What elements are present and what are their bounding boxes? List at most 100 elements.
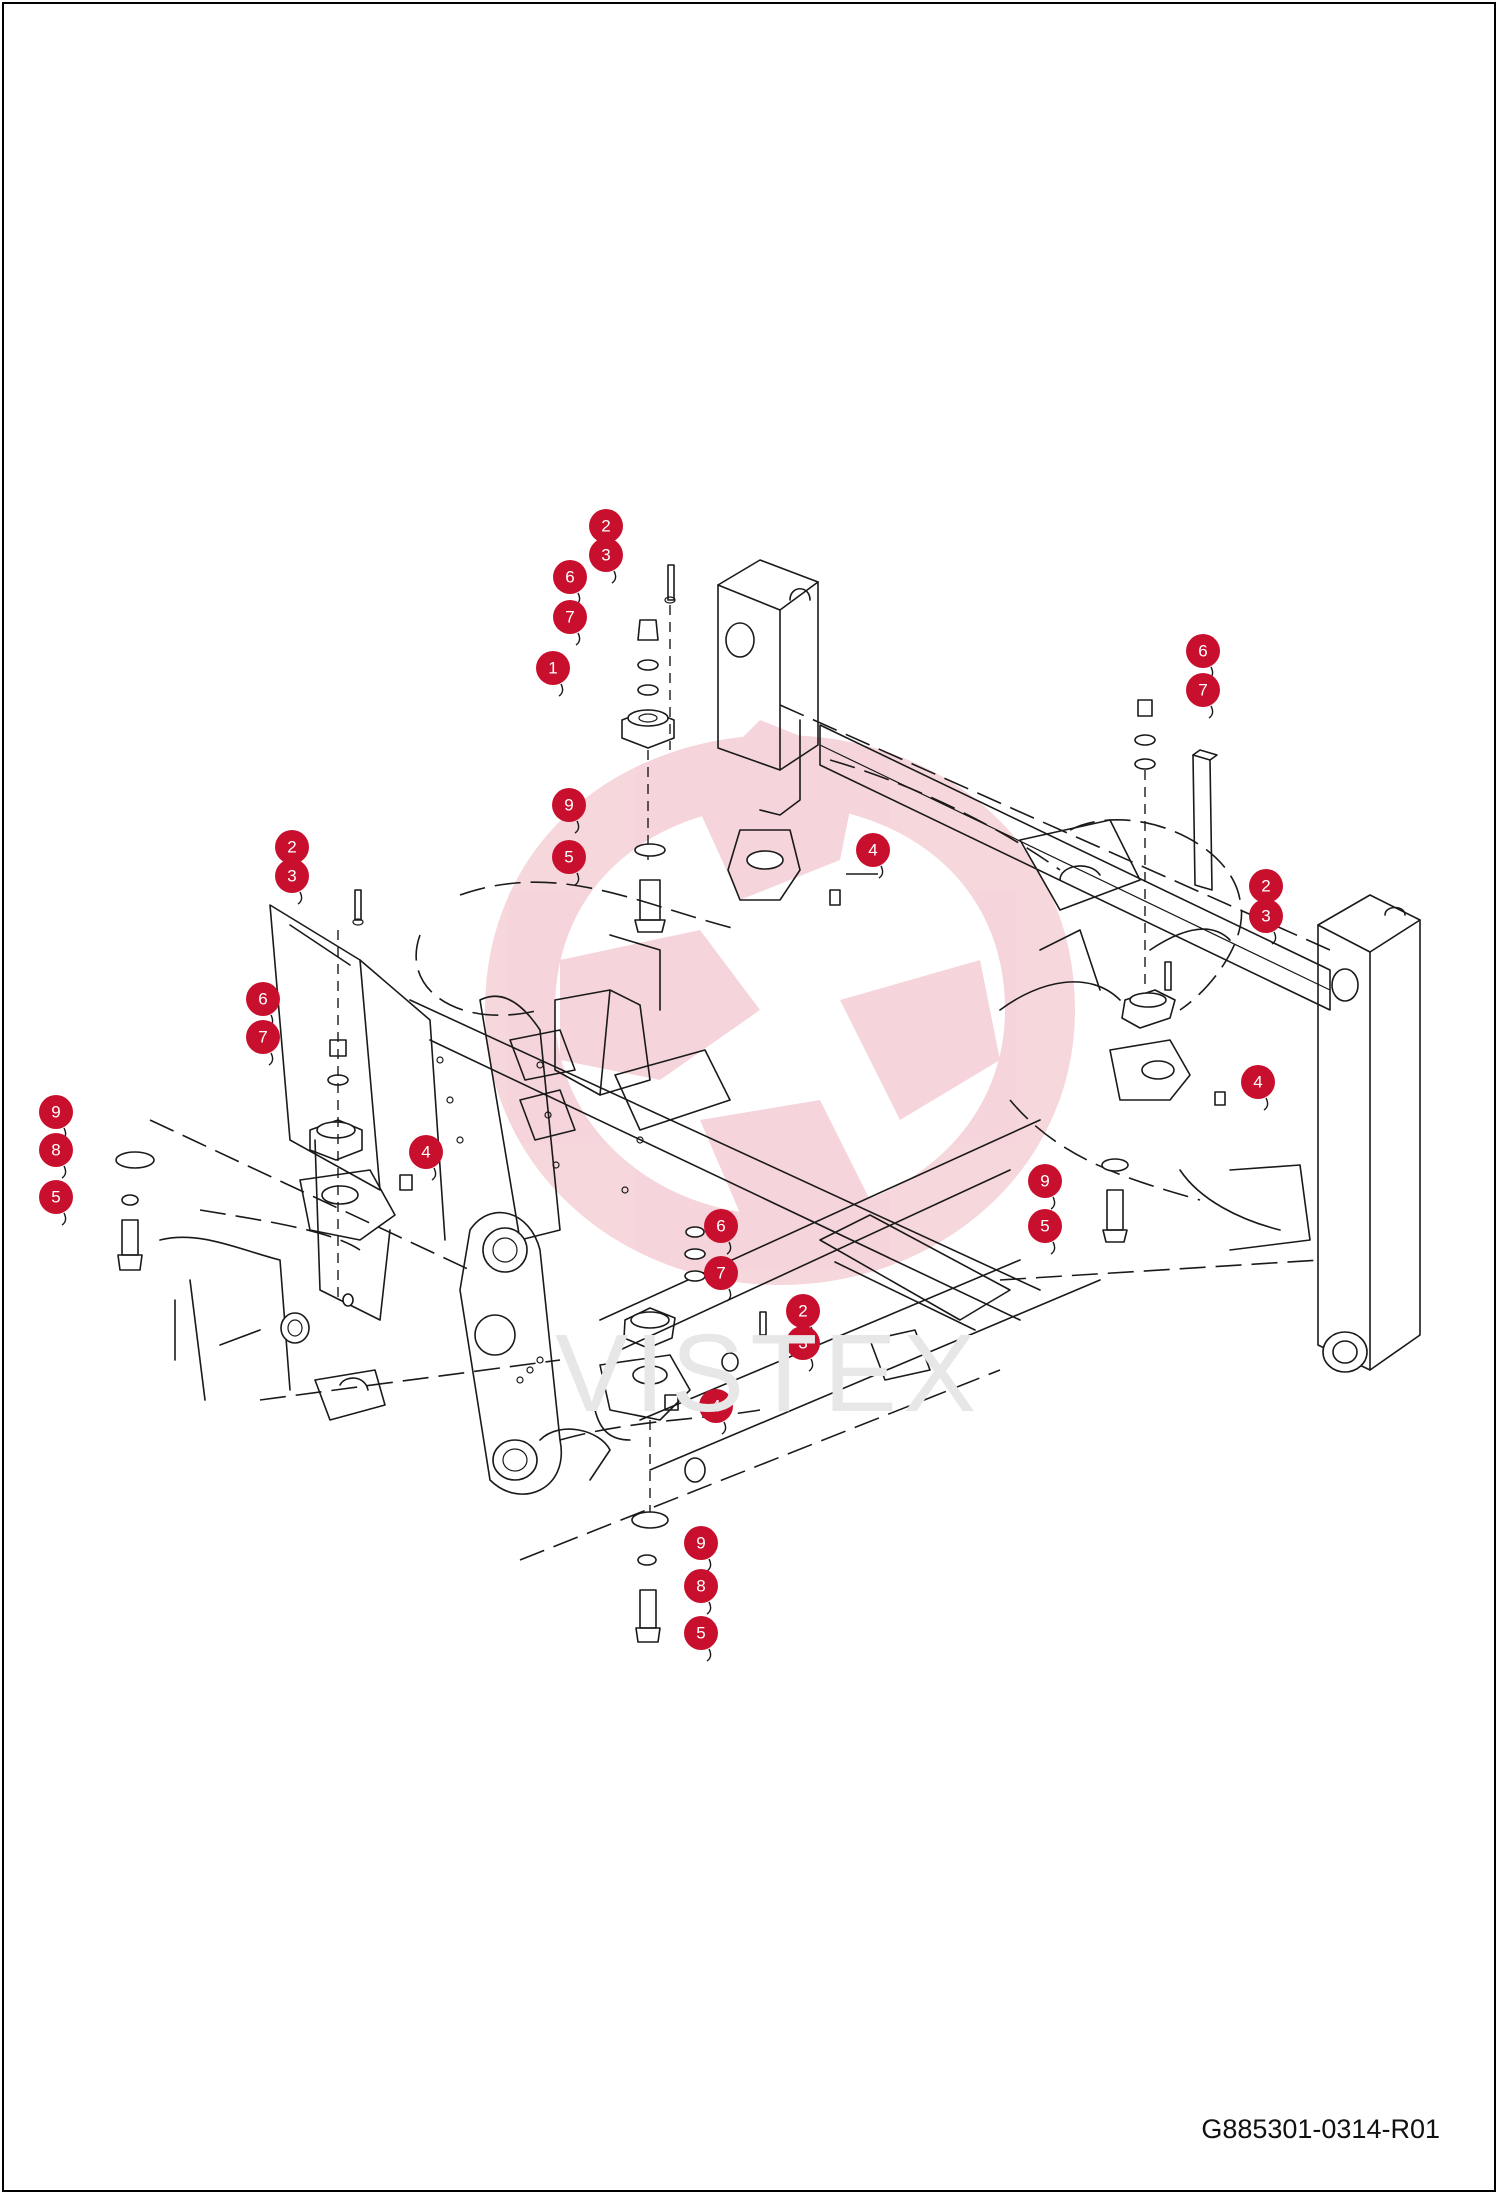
callout-4: 4: [409, 1135, 443, 1181]
callout-number: 6: [1198, 642, 1207, 661]
callout-leader: [1263, 1097, 1269, 1111]
callout-number: 6: [258, 990, 267, 1009]
callout-circle: [699, 1389, 733, 1423]
callout-4: 4: [856, 833, 890, 879]
mount-lower-center: [594, 1226, 767, 1643]
callout-number: 3: [601, 546, 610, 565]
callout-circle: [275, 859, 309, 893]
callout-circle: [553, 560, 587, 594]
callout-circle: [552, 840, 586, 874]
callout-leader: [706, 1648, 712, 1662]
callout-leader: [1050, 1241, 1056, 1255]
callout-circle: [1241, 1065, 1275, 1099]
callout-number: 6: [565, 568, 574, 587]
callout-leader: [721, 1421, 727, 1435]
callout-circle: [1186, 673, 1220, 707]
callout-leader: [1050, 1196, 1056, 1210]
callout-3: 3: [275, 859, 309, 905]
callout-8: 8: [39, 1133, 73, 1179]
callout-number: 9: [696, 1534, 705, 1553]
callout-circle: [786, 1294, 820, 1328]
callout-9: 9: [684, 1526, 718, 1572]
callout-number: 5: [696, 1624, 705, 1643]
callout-circle: [1028, 1209, 1062, 1243]
callout-leader: [611, 570, 617, 584]
callout-circle: [684, 1569, 718, 1603]
callout-number: 4: [711, 1397, 720, 1416]
callout-3: 3: [786, 1326, 820, 1372]
callout-5: 5: [684, 1616, 718, 1662]
callout-circle: [1249, 899, 1283, 933]
callout-circle: [704, 1256, 738, 1290]
callout-leader: [726, 1241, 732, 1255]
callout-circle: [552, 788, 586, 822]
callout-number: 2: [1261, 877, 1270, 896]
callout-number: 9: [1040, 1172, 1049, 1191]
callout-number: 8: [51, 1141, 60, 1160]
callout-circle: [1028, 1164, 1062, 1198]
callout-leader: [575, 632, 581, 646]
callout-1: 1: [536, 651, 570, 697]
callout-number: 5: [1040, 1217, 1049, 1236]
callout-circle: [39, 1180, 73, 1214]
drawing-number: G885301-0314-R01: [1201, 2114, 1440, 2144]
callout-number: 8: [696, 1577, 705, 1596]
callout-number: 1: [548, 659, 557, 678]
callout-4: 4: [699, 1389, 733, 1435]
callout-leader: [808, 1358, 814, 1372]
callout-leader: [726, 1288, 732, 1302]
callout-circle: [246, 1020, 280, 1054]
callout-circle: [1249, 869, 1283, 903]
callout-circle: [275, 830, 309, 864]
callout-number: 7: [258, 1028, 267, 1047]
callout-circle: [786, 1326, 820, 1360]
callout-number: 9: [564, 796, 573, 815]
mount-top-center: [621, 564, 878, 933]
callout-5: 5: [1028, 1209, 1062, 1255]
callout-circle: [704, 1209, 738, 1243]
callout-number: 3: [287, 867, 296, 886]
callout-leader: [878, 865, 884, 879]
chassis-frame: [149, 559, 1421, 1561]
callout-number: 4: [868, 841, 877, 860]
callout-9: 9: [552, 788, 586, 834]
callout-number: 9: [51, 1103, 60, 1122]
callout-3: 3: [1249, 899, 1283, 945]
callout-circle: [536, 651, 570, 685]
callout-9: 9: [1028, 1164, 1062, 1210]
callout-number: 2: [798, 1302, 807, 1321]
callout-leader: [431, 1167, 437, 1181]
watermark-emblem: [484, 720, 1076, 1286]
callout-circle: [246, 982, 280, 1016]
callout-leader: [297, 891, 303, 905]
callout-leader: [61, 1212, 67, 1226]
callout-leader: [61, 1165, 67, 1179]
callout-number: 3: [1261, 907, 1270, 926]
callout-7: 7: [246, 1020, 280, 1066]
callout-5: 5: [552, 840, 586, 886]
mount-top-right: [1101, 699, 1226, 1243]
callout-7: 7: [553, 600, 587, 646]
callout-circle: [589, 538, 623, 572]
callout-leader: [268, 1052, 274, 1066]
callout-circle: [553, 600, 587, 634]
callout-leader: [706, 1558, 712, 1572]
callout-leader: [574, 872, 580, 886]
callout-leader: [574, 820, 580, 834]
callout-number: 5: [51, 1188, 60, 1207]
callout-8: 8: [684, 1569, 718, 1615]
callout-leader: [706, 1601, 712, 1615]
callout-circle: [1186, 634, 1220, 668]
callout-circle: [589, 509, 623, 543]
callout-circle: [409, 1135, 443, 1169]
callout-circle: [856, 833, 890, 867]
callout-6: 6: [1186, 634, 1220, 680]
callout-3: 3: [589, 538, 623, 584]
callout-7: 7: [1186, 673, 1220, 719]
callout-leader: [558, 683, 564, 697]
callout-number: 7: [565, 608, 574, 627]
